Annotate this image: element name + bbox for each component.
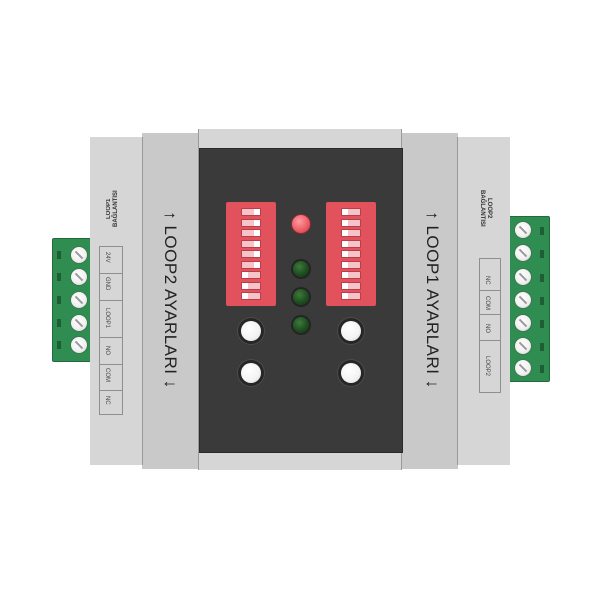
terminal-screw-icon (515, 222, 531, 238)
right-dip-switch[interactable] (326, 202, 376, 306)
terminal-screw-icon (515, 315, 531, 331)
dip-switch-knob (342, 230, 348, 236)
dip-switch-slot[interactable] (341, 229, 361, 237)
dip-switch-knob (254, 251, 260, 257)
dip-switch-knob (342, 209, 348, 215)
terminal-label-nc: NC (104, 396, 110, 405)
right-terminal-block (508, 216, 550, 382)
terminal-screw-icon (515, 269, 531, 285)
right-upper-button[interactable] (341, 321, 361, 341)
loop2-settings-label: ↑ LOOP2 AYARLARI ↓ (161, 211, 180, 389)
dip-switch-knob (342, 282, 348, 289)
left-terminal-block (52, 238, 94, 362)
terminal-label-no: NO (484, 324, 490, 333)
left-upper-button[interactable] (241, 321, 261, 341)
status-led-icon (293, 317, 309, 333)
dip-switch-slot[interactable] (341, 250, 361, 258)
front-panel (199, 148, 403, 453)
right-section-title: LOOP2 BAĞLANTISI (479, 189, 492, 227)
terminal-label-com: COM (104, 368, 110, 382)
terminal-label-loop1: LOOP1 (104, 308, 110, 329)
right-housing (458, 137, 510, 465)
loop1-settings-label: ↑ LOOP1 AYARLARI ↓ (423, 211, 442, 389)
dip-switch-slot[interactable] (241, 281, 261, 290)
dip-switch-knob (254, 219, 260, 226)
dip-switch-knob (242, 282, 248, 289)
terminal-label-nc: NC (484, 276, 490, 285)
dip-switch-knob (254, 230, 260, 236)
power-led-icon (292, 215, 310, 233)
dip-switch-knob (242, 272, 248, 278)
dip-switch-slot[interactable] (341, 271, 361, 279)
terminal-screw-icon (515, 360, 531, 376)
dip-switch-slot[interactable] (241, 239, 261, 248)
left-dip-switch[interactable] (226, 202, 276, 306)
terminal-label-loop2: LOOP2 (484, 356, 490, 377)
dip-switch-slot[interactable] (241, 218, 261, 227)
left-section-title: LOOP1 BAĞLANTISI (106, 190, 119, 228)
left-inner-housing (142, 133, 198, 469)
left-lower-button[interactable] (241, 363, 261, 383)
dip-switch-slot[interactable] (341, 260, 361, 269)
dip-switch-slot[interactable] (341, 218, 361, 227)
right-inner-housing (402, 133, 458, 469)
terminal-screw-icon (71, 292, 87, 308)
dip-switch-knob (342, 261, 348, 268)
dip-switch-slot[interactable] (241, 250, 261, 258)
dip-switch-slot[interactable] (241, 271, 261, 279)
status-led-icon (293, 289, 309, 305)
dip-switch-knob (342, 219, 348, 226)
terminal-label-no: NO (104, 346, 110, 355)
terminal-screw-icon (71, 315, 87, 331)
dip-switch-knob (254, 209, 260, 215)
dip-switch-knob (342, 240, 348, 247)
terminal-screw-icon (71, 247, 87, 263)
dip-switch-slot[interactable] (241, 260, 261, 269)
dip-switch-knob (254, 240, 260, 247)
terminal-label-24v: 24V (104, 252, 110, 263)
dip-switch-slot[interactable] (341, 239, 361, 248)
terminal-screw-icon (515, 245, 531, 261)
terminal-screw-icon (71, 337, 87, 353)
dip-switch-knob (342, 293, 348, 299)
terminal-screw-icon (71, 269, 87, 285)
dip-switch-slot[interactable] (241, 292, 261, 300)
dip-switch-slot[interactable] (341, 292, 361, 300)
left-housing (90, 137, 142, 465)
dip-switch-slot[interactable] (241, 208, 261, 216)
terminal-screw-icon (515, 292, 531, 308)
status-led-icon (293, 261, 309, 277)
dip-switch-slot[interactable] (341, 281, 361, 290)
dip-switch-knob (342, 272, 348, 278)
terminal-screw-icon (515, 338, 531, 354)
dip-switch-knob (254, 261, 260, 268)
dip-switch-knob (342, 251, 348, 257)
terminal-label-com: COM (484, 296, 490, 310)
dip-switch-slot[interactable] (341, 208, 361, 216)
terminal-label-gnd: GND (104, 277, 110, 291)
dip-switch-slot[interactable] (241, 229, 261, 237)
dip-switch-knob (242, 293, 248, 299)
right-lower-button[interactable] (341, 363, 361, 383)
